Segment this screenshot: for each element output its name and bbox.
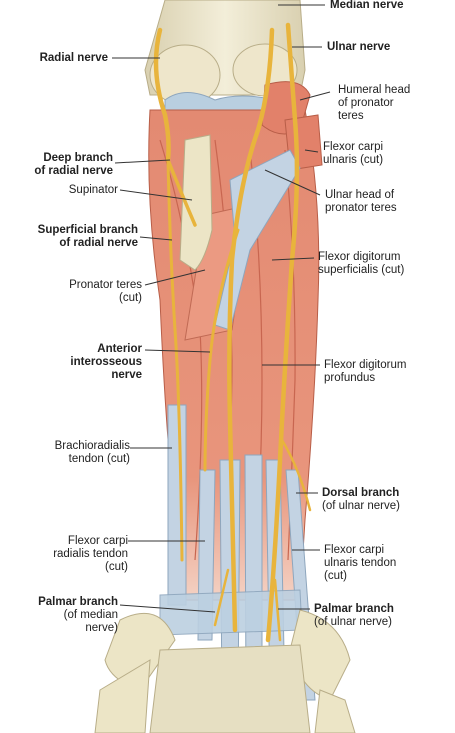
- anterior-interosseous-path: [203, 228, 240, 472]
- label-dorsal-branch: Dorsal branch(of ulnar nerve): [322, 487, 400, 512]
- radial-nerve-path: [153, 27, 171, 163]
- palmar-median-path: [213, 568, 230, 627]
- palmar-ulnar-path: [273, 578, 282, 642]
- superficial-branch-path: [166, 158, 184, 562]
- label-pronator-teres-cut: Pronator teres(cut): [69, 279, 142, 304]
- label-palmar-ulnar: Palmar branch(of ulnar nerve): [314, 603, 394, 628]
- carpal-bones: [94, 609, 356, 733]
- label-supinator: Supinator: [68, 184, 118, 196]
- deep-branch-path: [166, 158, 197, 227]
- label-ulnar-nerve: Ulnar nerve: [327, 41, 391, 53]
- dorsal-branch-path: [280, 438, 312, 512]
- ulnar-nerve-path: [265, 22, 300, 643]
- nerves: [153, 22, 312, 643]
- leader-lines: [112, 4, 331, 613]
- label-radial-nerve: Radial nerve: [39, 52, 108, 64]
- radius: [179, 134, 213, 271]
- median-nerve-path: [227, 27, 275, 633]
- label-median-nerve: Median nerve: [330, 0, 404, 11]
